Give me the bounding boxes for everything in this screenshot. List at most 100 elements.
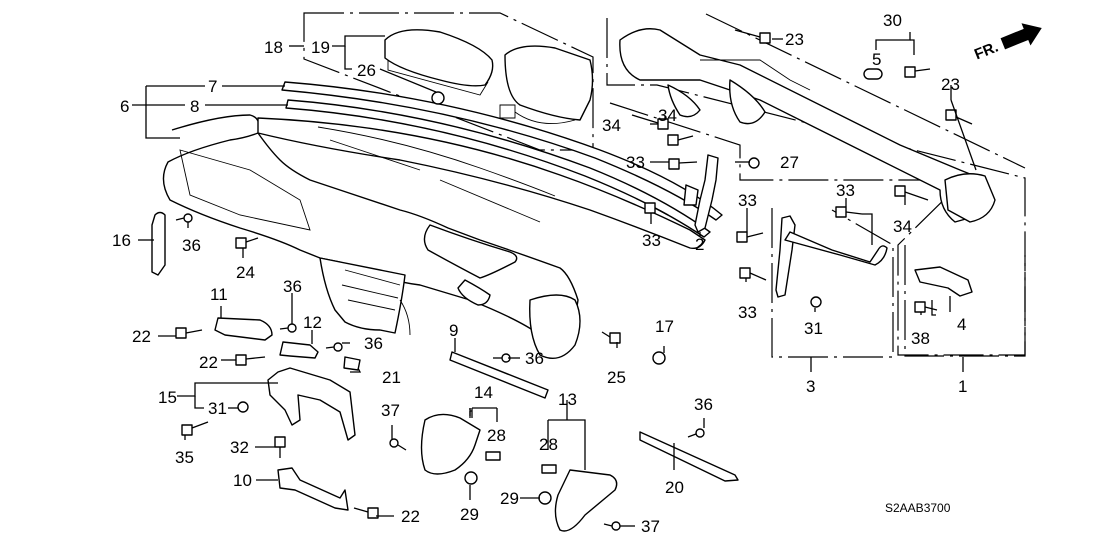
callout-33d: 33 [738,303,757,322]
bolt-icon [736,231,764,243]
callout-28b: 28 [539,435,558,454]
screw-icon [687,428,705,438]
bolt-icon [667,134,694,146]
bracket-12[interactable] [279,341,319,359]
callout-31a: 31 [208,399,227,418]
bracket-3[interactable] [775,215,796,298]
cover-13[interactable] [554,469,618,532]
callout-33b: 33 [642,231,661,250]
callout-36d: 36 [525,349,544,368]
bolt-icon [904,66,931,78]
callout-30: 30 [883,11,902,30]
grommet-icon [464,471,478,485]
diagram-code: S2AAB3700 [885,501,951,515]
bracket-group-box [771,208,894,358]
bolt-icon [668,158,698,170]
strip-20[interactable] [639,431,739,482]
front-direction-arrow-icon: FR. [972,23,1042,63]
bracket-2[interactable] [694,154,719,233]
nut-icon [748,157,760,169]
passenger-airbag[interactable] [504,45,594,121]
callout-22a: 22 [132,327,151,346]
callout-27: 27 [780,153,799,172]
callout-25: 25 [607,368,626,387]
bracket-9[interactable] [449,351,549,399]
callout-33e: 33 [836,181,855,200]
callout-36b: 36 [283,277,302,296]
callout-4: 4 [957,315,966,334]
callout-2: 2 [695,235,704,254]
callout-37a: 37 [381,401,400,420]
nut-26[interactable] [431,91,445,105]
callout-21: 21 [382,368,401,387]
clip-icon [652,351,666,365]
clip-icon [810,296,822,308]
callout-36e: 36 [694,395,713,414]
instrument-panel[interactable] [162,114,706,359]
cover-14[interactable] [420,413,481,475]
upper-strip-8[interactable] [285,99,711,238]
callout-36c: 36 [364,334,383,353]
nut-icon [237,401,249,413]
screw-icon [279,323,297,333]
bracket-11[interactable] [214,317,273,341]
bulb-icon [863,68,883,80]
callout-32: 32 [230,438,249,457]
callout-8: 8 [190,97,199,116]
screw-icon [325,342,343,352]
upper-strip-7[interactable] [281,81,723,221]
airbag-module-19[interactable] [384,29,494,87]
bracket-16[interactable] [151,211,166,276]
bolt-icon [181,421,209,436]
callout-18: 18 [264,38,283,57]
bolt-icon [894,185,929,201]
callout-11: 11 [210,285,228,304]
callout-34a: 34 [602,116,621,135]
callout-29a: 29 [460,505,479,524]
bolt-icon [175,327,203,339]
callout-15: 15 [158,388,177,407]
bolt-icon [835,206,863,218]
callout-26: 26 [357,61,376,80]
callout-9: 9 [449,321,458,340]
callout-37b: 37 [641,517,660,536]
callout-16: 16 [112,231,131,250]
screw-icon [175,213,193,223]
bolt-icon [601,331,621,344]
beam-outline-mid [609,102,960,181]
beam-group-box [606,18,1026,356]
clip-21[interactable] [343,356,361,371]
callout-33a: 33 [626,153,645,172]
callout-34b: 34 [658,106,677,125]
leader-lines [132,32,977,527]
callout-23a: 23 [785,30,804,49]
callout-17: 17 [655,317,674,336]
callout-14: 14 [474,383,493,402]
callout-33c: 33 [738,191,757,210]
callout-20: 20 [665,478,684,497]
steering-hanger-beam[interactable] [619,28,996,223]
bolt-icon [353,507,379,519]
bracket-4[interactable] [914,266,973,297]
bolt-icon [274,436,286,458]
bracket-10[interactable] [277,467,349,511]
callout-35: 35 [175,448,194,467]
callout-23b: 23 [941,75,960,94]
callout-24: 24 [236,263,255,282]
callout-3: 3 [806,377,815,396]
fasteners [175,29,973,531]
callout-22c: 22 [401,507,420,526]
clip-icon [485,451,501,461]
bolt-icon [644,202,669,216]
callout-7: 7 [208,77,217,96]
callout-34c: 34 [893,217,912,236]
bracket-15[interactable] [267,367,356,441]
bolt-icon [739,267,767,281]
callout-6: 6 [120,97,129,116]
side-bracket-group-box [904,245,1026,357]
clip-icon [541,464,557,474]
callout-1: 1 [958,377,967,396]
screw-icon [603,521,621,531]
screw-icon [389,438,407,451]
